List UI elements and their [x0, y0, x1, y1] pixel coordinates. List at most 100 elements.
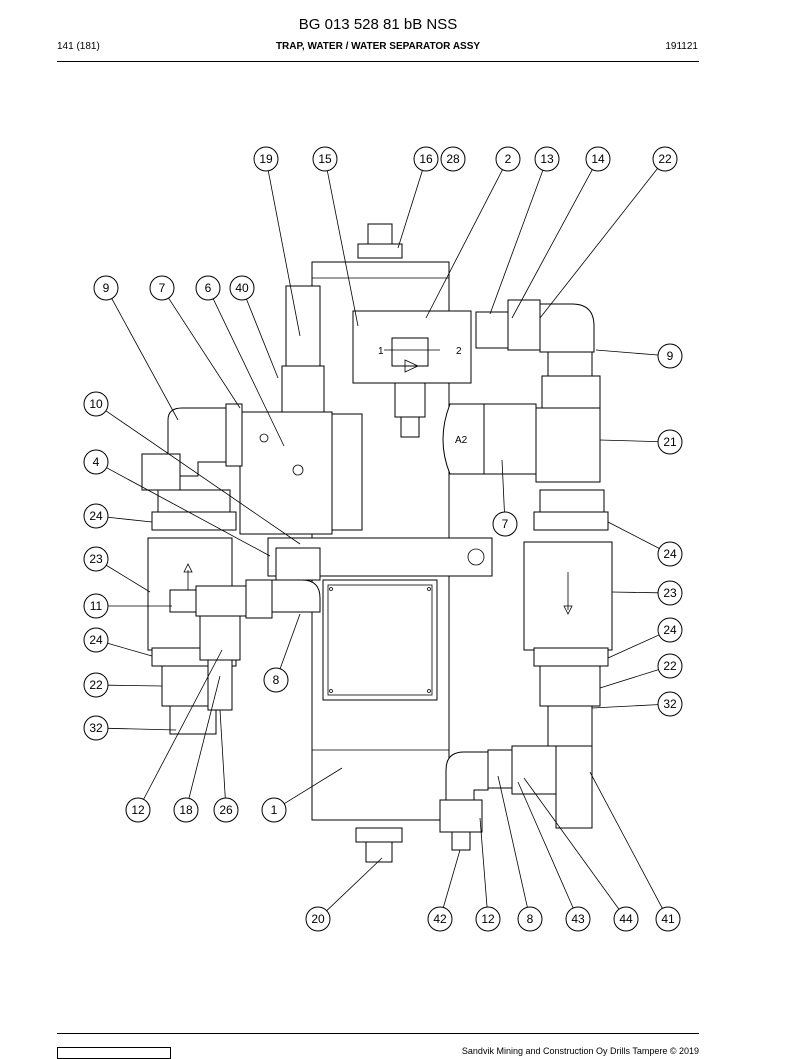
- callout-leader: [539, 168, 658, 319]
- callout-4: 4: [83, 449, 271, 557]
- callout-22: 22: [539, 146, 678, 319]
- callout-label: 28: [446, 152, 460, 166]
- callout-label: 9: [667, 349, 674, 363]
- callout-leader: [497, 775, 528, 908]
- callout-bubble: [253, 146, 279, 172]
- solenoid-coil: [239, 411, 333, 535]
- callout-bubble: [517, 906, 543, 932]
- callout-6: 6: [195, 275, 285, 447]
- assembly-parts: 1 2: [141, 223, 613, 863]
- callout-bubble: [173, 797, 199, 823]
- callout-leader: [523, 777, 620, 910]
- page-number: 141 (181): [57, 41, 100, 52]
- footer-divider: [57, 1033, 699, 1034]
- callout-label: 7: [502, 517, 509, 531]
- callout-label: 24: [663, 623, 677, 637]
- assembly-title: TRAP, WATER / WATER SEPARATOR ASSY: [275, 41, 481, 52]
- callout-leader: [501, 459, 505, 513]
- callout-leader: [107, 727, 177, 731]
- callout-bubble: [413, 146, 439, 172]
- callout-26: 26: [213, 709, 239, 823]
- callout-10: 10: [83, 391, 301, 545]
- callout-leader: [425, 169, 503, 319]
- port-a2-mark: A2: [455, 435, 468, 446]
- callout-bubble: [495, 146, 521, 172]
- callout-bubble: [263, 667, 289, 693]
- callout-leader: [279, 613, 301, 669]
- callout-leader: [219, 709, 226, 799]
- callout-label: 44: [619, 912, 633, 926]
- callout-leader: [246, 298, 279, 379]
- callout-7: 7: [149, 275, 241, 409]
- callout-bubble: [565, 906, 591, 932]
- callout-19: 19: [253, 146, 301, 337]
- callout-leader: [105, 410, 301, 545]
- callout-label: 11: [90, 599, 103, 613]
- callout-23: 23: [611, 580, 683, 606]
- callout-12: 12: [475, 817, 501, 932]
- callout-bubble: [657, 653, 683, 679]
- callout-bubble: [83, 546, 109, 572]
- callout-24: 24: [607, 521, 683, 567]
- callout-32: 32: [591, 691, 683, 717]
- callout-2: 2: [425, 146, 521, 319]
- callout-label: 40: [235, 281, 249, 295]
- callout-leader: [111, 298, 179, 421]
- callout-leader: [589, 771, 663, 909]
- footer-copyright: Sandvik Mining and Construction Oy Drill…: [461, 1046, 699, 1056]
- callout-label: 8: [527, 912, 534, 926]
- callout-13: 13: [489, 146, 560, 315]
- top-plug: [367, 223, 393, 245]
- callout-22: 22: [83, 672, 163, 698]
- callout-leader: [106, 564, 151, 593]
- port-1-mark: 1: [378, 346, 384, 357]
- callout-label: 22: [89, 678, 103, 692]
- document-number: BG 013 528 81 bB NSS: [298, 16, 458, 33]
- callout-41: 41: [589, 771, 681, 932]
- callout-label: 18: [179, 803, 193, 817]
- callout-24: 24: [83, 503, 153, 529]
- callout-43: 43: [517, 781, 591, 932]
- callout-leader: [107, 516, 153, 523]
- callout-label: 1: [271, 803, 278, 817]
- callout-bubble: [83, 391, 109, 417]
- callout-leader: [607, 521, 660, 549]
- callout-11: 11: [83, 593, 172, 619]
- callout-bubble: [657, 429, 683, 455]
- callout-leader: [511, 169, 593, 319]
- callout-24: 24: [83, 627, 153, 657]
- callout-bubble: [657, 541, 683, 567]
- callout-42: 42: [427, 849, 461, 932]
- callout-label: 10: [89, 397, 103, 411]
- callout-bubble: [613, 906, 639, 932]
- callout-leader: [611, 591, 659, 594]
- callout-label: 22: [658, 152, 672, 166]
- callout-label: 16: [419, 152, 433, 166]
- callout-bubble: [652, 146, 678, 172]
- callout-label: 19: [259, 152, 273, 166]
- callout-bubble: [305, 906, 331, 932]
- revision-date: 191121: [665, 41, 698, 52]
- left-elbow: [167, 407, 227, 477]
- callout-leader: [591, 704, 659, 709]
- header-divider: [57, 61, 699, 62]
- callout-label: 6: [205, 281, 212, 295]
- callout-leader: [489, 170, 544, 315]
- callout-label: 7: [159, 281, 166, 295]
- callout-label: 12: [481, 912, 495, 926]
- right-tee: [535, 407, 601, 483]
- callout-7: 7: [492, 459, 518, 537]
- callout-label: 22: [663, 659, 677, 673]
- callout-bubble: [585, 146, 611, 172]
- callout-23: 23: [83, 546, 151, 593]
- callout-label: 32: [663, 697, 677, 711]
- callout-24: 24: [607, 617, 683, 659]
- callout-bubble: [261, 797, 287, 823]
- callout-8: 8: [263, 613, 301, 693]
- sandvik-logo: [57, 1047, 171, 1059]
- callout-bubble: [83, 503, 109, 529]
- callout-label: 43: [571, 912, 585, 926]
- callout-bubble: [657, 617, 683, 643]
- callout-bubble: [229, 275, 255, 301]
- callout-label: 24: [89, 633, 103, 647]
